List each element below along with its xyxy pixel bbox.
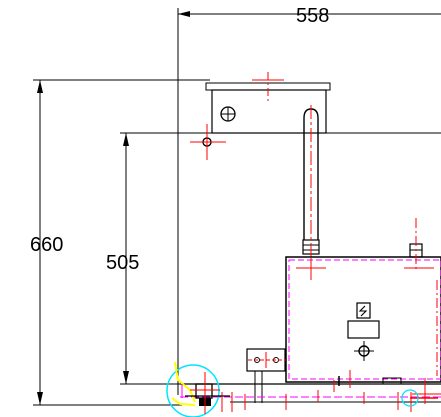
- dimension-558: 558: [177, 5, 441, 395]
- top-bracket: [205, 72, 331, 134]
- main-housing: [285, 218, 441, 383]
- dimension-505: 505: [106, 132, 441, 385]
- vertical-pipe: [302, 105, 320, 265]
- left-hole-marker: [190, 124, 226, 160]
- drain-valve-detail: [166, 361, 419, 417]
- dimension-label-505: 505: [106, 252, 139, 274]
- dimension-label-558: 558: [296, 5, 329, 27]
- dimension-660: 660: [30, 79, 210, 406]
- terminal-block: [246, 348, 286, 403]
- lightning-box-icon: [347, 302, 380, 361]
- dimension-label-660: 660: [30, 234, 63, 256]
- base-rail: [180, 370, 441, 412]
